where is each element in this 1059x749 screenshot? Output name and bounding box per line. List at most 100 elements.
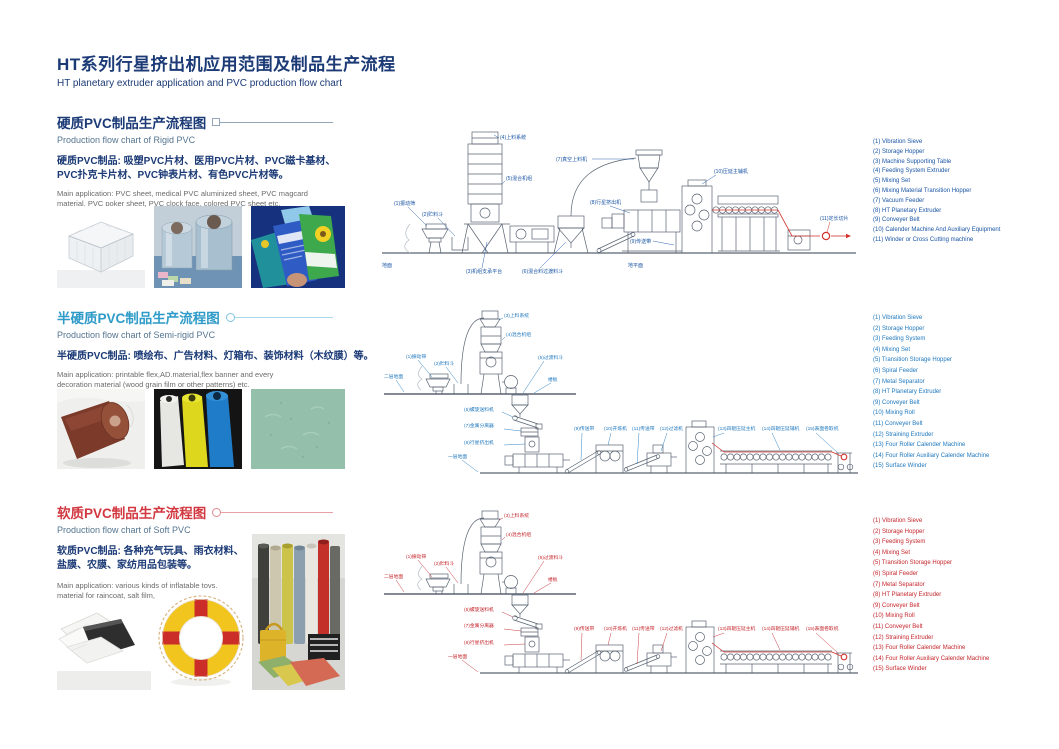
- section-description-en: Main application: printable flex,AD.mate…: [57, 370, 274, 389]
- equipment-item: (3) Feeding System: [873, 336, 926, 343]
- diagram-label: (6)螺旋送料机: [464, 406, 494, 413]
- equipment-item: (14) Four Roller Auxiliary Calender Mach…: [873, 452, 990, 459]
- equipment-item: (2) Storage Hopper: [873, 148, 925, 155]
- equipment-item: (13) Four Roller Calender Machine: [873, 645, 966, 652]
- diagram-label: (10)压延主辅机: [714, 168, 748, 175]
- section-description-zh: 半硬质PVC制品: 喷绘布、广告材料、灯箱布、装饰材料（木纹膜）等。: [57, 351, 374, 362]
- equipment-item: (11) Winder or Cross Cutting machine: [873, 236, 974, 243]
- equipment-item: (4) Mixing Set: [873, 549, 911, 556]
- diagram-label: (11)定长切片: [820, 215, 849, 222]
- equipment-item: (5) Transition Storage Hopper: [873, 357, 953, 364]
- machinery-drawing: [384, 310, 858, 474]
- diagram-label: (11)传送带: [632, 425, 655, 432]
- equipment-item: (8) HT Planetary Extruder: [873, 592, 942, 599]
- section-heading-row: 软质PVC制品生产流程图: [57, 502, 333, 522]
- page-title: HT系列行星挤出机应用范围及制品生产流程: [57, 55, 396, 74]
- diagram-label: (2)贮料斗: [434, 360, 454, 367]
- equipment-item: (10) Mixing Roll: [873, 410, 915, 417]
- equipment-item: (11) Conveyer Belt: [873, 420, 923, 427]
- diagram-label: (9)传送带: [630, 238, 651, 245]
- diagram-label: 楼板: [548, 376, 558, 383]
- equipment-list-rigid: (1) Vibration Sieve (2) Storage Hopper (3)…: [873, 138, 1000, 246]
- equipment-item: (12) Straining Extruder: [873, 431, 934, 438]
- section-heading-row: 硬质PVC制品生产流程图: [57, 112, 333, 132]
- diagram-label: (12)过滤机: [660, 425, 683, 432]
- equipment-item: (1) Vibration Sieve: [873, 518, 923, 524]
- page-header: HT系列行星挤出机应用范围及制品生产流程 HT planetary extrud…: [57, 50, 396, 89]
- equipment-item: (12) Straining Extruder: [873, 634, 934, 641]
- equipment-list-soft: (1) Vibration Sieve (2) Storage Hopper (3)…: [873, 516, 989, 675]
- diagram-label: (14)四辊压延辅机: [762, 425, 800, 432]
- diagram-label: (2)贮料斗: [422, 211, 443, 218]
- equipment-item: (5) Transition Storage Hopper: [873, 560, 953, 567]
- equipment-item: (10) Mixing Roll: [873, 613, 915, 620]
- diagram-rigid-pvc-line: 地面 地平面 (1)振动筛 (2)贮料斗 (3)机组支承平台 (4)上料系统 (…: [382, 131, 856, 275]
- equipment-item: (6) Spiral Feeder: [873, 367, 919, 374]
- label-leader-lines: [407, 134, 717, 269]
- diagram-label: (6)混合料过渡料斗: [522, 268, 563, 275]
- diagram-label: (3)机组支承平台: [466, 268, 502, 275]
- diagram-label: 地平面: [628, 262, 643, 269]
- diagram-label: (9)传送带: [574, 425, 594, 432]
- equipment-item: (4) Feeding System Extruder: [873, 168, 950, 175]
- diagram-label: (4)混合机组: [506, 331, 531, 338]
- equipment-item: (15) Surface Winder: [873, 666, 927, 673]
- heading-rule: [234, 316, 333, 318]
- section-heading-zh: 半硬质PVC制品生产流程图: [57, 311, 220, 326]
- section-description-en: Main application: PVC sheet, medical PVC…: [57, 189, 308, 208]
- diagram-label: (10)开炼机: [604, 425, 627, 432]
- diagram-labels: 地面 地平面 (1)振动筛 (2)贮料斗 (3)机组支承平台 (4)上料系统 (…: [382, 134, 849, 275]
- equipment-item: (14) Four Roller Auxiliary Calender Mach…: [873, 655, 990, 662]
- equipment-item: (9) Conveyer Belt: [873, 602, 920, 609]
- diagram-label: 地面: [382, 262, 392, 269]
- diagram-label: (5)过渡料斗: [538, 354, 563, 361]
- equipment-item: (2) Storage Hopper: [873, 325, 925, 332]
- equipment-item: (8) HT Planetary Extruder: [873, 389, 942, 396]
- heading-rule: [220, 121, 333, 123]
- diagram-label: 二层地面: [384, 373, 403, 380]
- diagram-label: (7)金属分离器: [464, 422, 494, 429]
- diagram-label: (15)表面卷取机: [806, 425, 839, 432]
- heading-rule: [221, 511, 333, 513]
- equipment-item: (6) Mixing Material Transition Hopper: [873, 187, 972, 194]
- page-subtitle: HT planetary extruder application and PV…: [57, 78, 342, 89]
- heading-circle-marker: [212, 507, 222, 517]
- equipment-item: (13) Four Roller Calender Machine: [873, 442, 966, 449]
- equipment-item: (2) Storage Hopper: [873, 528, 925, 535]
- section-heading-zh: 硬质PVC制品生产流程图: [57, 116, 207, 131]
- equipment-item: (1) Vibration Sieve: [873, 139, 923, 145]
- diagram-label: 一层地面: [448, 453, 467, 460]
- heading-circle-marker: [225, 312, 235, 322]
- diagram-label: (7)真空上料机: [556, 156, 587, 163]
- equipment-item: (1) Vibration Sieve: [873, 315, 923, 321]
- section-heading-en: Production flow chart of Soft PVC: [57, 525, 191, 535]
- heading-square-marker: [212, 118, 221, 126]
- section-description-zh: 软质PVC制品: 各种充气玩具、雨衣材料、盐膜、农膜、家纺用品包装等。: [57, 546, 244, 571]
- section-semirigid-pvc: 半硬质PVC制品生产流程图 Production flow chart of S…: [57, 307, 374, 389]
- diagram-label: (3)上料系统: [504, 312, 529, 319]
- diagram-label: (4)上料系统: [500, 134, 526, 141]
- product-image-blister-box: [57, 206, 145, 288]
- diagram-label: (8)行星挤出机: [590, 199, 621, 206]
- product-image-life-ring: [155, 588, 247, 690]
- diagram-semirigid-pvc-line: 二层地面 (1)振动筛 (2)贮料斗 (3)上料系统 (4)混合机组 (5)过渡…: [384, 310, 858, 474]
- equipment-item: (3) Feeding System: [873, 539, 926, 546]
- product-image-pvc-cards: [251, 206, 345, 288]
- section-heading-row: 半硬质PVC制品生产流程图: [57, 307, 333, 327]
- equipment-item: (7) Metal Separator: [873, 581, 925, 588]
- product-path-red: [712, 209, 851, 241]
- equipment-item: (5) Mixing Set: [873, 178, 911, 185]
- equipment-item: (7) Metal Separator: [873, 378, 925, 385]
- equipment-item: (9) Conveyer Belt: [873, 399, 920, 406]
- diagram-label: (5)混合机组: [506, 175, 532, 182]
- diagram-label: (8)行星挤出机: [464, 439, 494, 446]
- machinery-drawing: [382, 131, 856, 254]
- equipment-item: (7) Vacuum Feeder: [873, 197, 925, 204]
- section-heading-zh: 软质PVC制品生产流程图: [57, 506, 207, 521]
- equipment-item: (3) Machine Supporting Table: [873, 158, 952, 165]
- product-image-green-sample: [251, 389, 345, 469]
- product-image-packing-films: [57, 601, 151, 690]
- diagram-labels: 二层地面 (1)振动筛 (2)贮料斗 (3)上料系统 (4)混合机组 (5)过渡…: [384, 312, 839, 460]
- equipment-list-semirigid: (1) Vibration Sieve (2) Storage Hopper (3)…: [873, 313, 989, 472]
- diagram-label: (13)四辊压延主机: [718, 425, 756, 432]
